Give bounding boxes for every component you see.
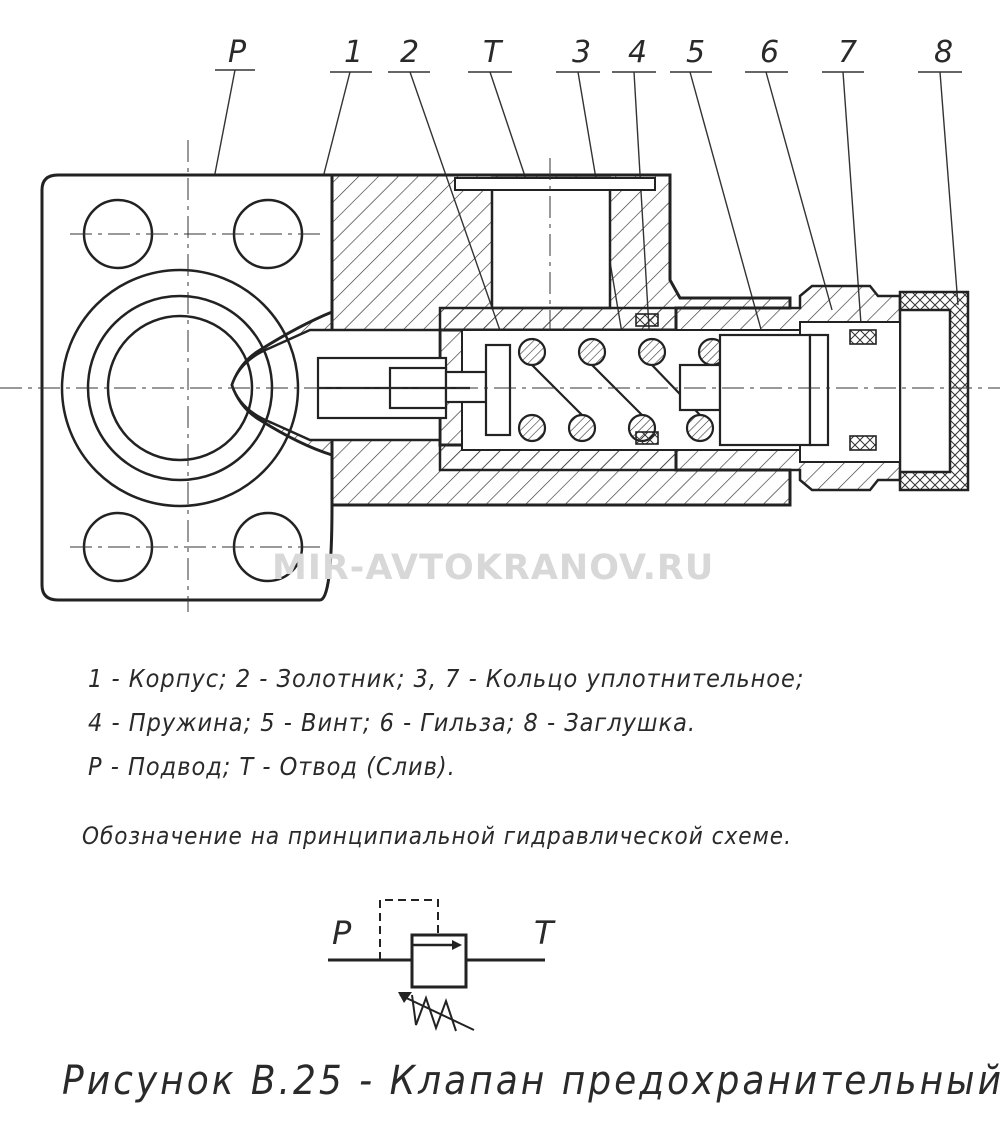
callout-2: 2 [400,35,419,70]
figure-caption: Рисунок В.25 - Клапан предохранительный. [62,1058,1000,1104]
callout-6: 6 [760,35,779,70]
callout-4: 4 [628,35,647,70]
valve-body [40,173,792,602]
callout-p: P [228,35,247,70]
watermark: MIR-AVTOKRANOV.RU [272,548,715,588]
callout-3: 3 [572,35,591,70]
schematic-p-label: P [332,914,352,952]
schematic-t-label: T [534,914,556,952]
callout-1: 1 [344,35,363,70]
callout-8: 8 [934,35,953,70]
callout-t: T [483,35,504,70]
callout-7: 7 [838,35,857,70]
legend-line-2: 4 - Пружина; 5 - Винт; 6 - Гильза; 8 - З… [88,708,697,737]
seal-rings [635,313,877,451]
center-lines [0,140,1000,612]
hydraulic-symbol: P T [328,899,556,1032]
legend-line-3: P - Подвод; T - Отвод (Слив). [88,752,456,781]
plug [898,290,970,492]
callout-5: 5 [686,35,705,70]
legend-line-1: 1 - Корпус; 2 - Золотник; 3, 7 - Кольцо … [88,664,805,693]
schematic-title: Обозначение на принципиальной гидравличе… [82,822,792,850]
callout-labels: P 1 2 T 3 4 5 6 7 8 [228,35,953,70]
